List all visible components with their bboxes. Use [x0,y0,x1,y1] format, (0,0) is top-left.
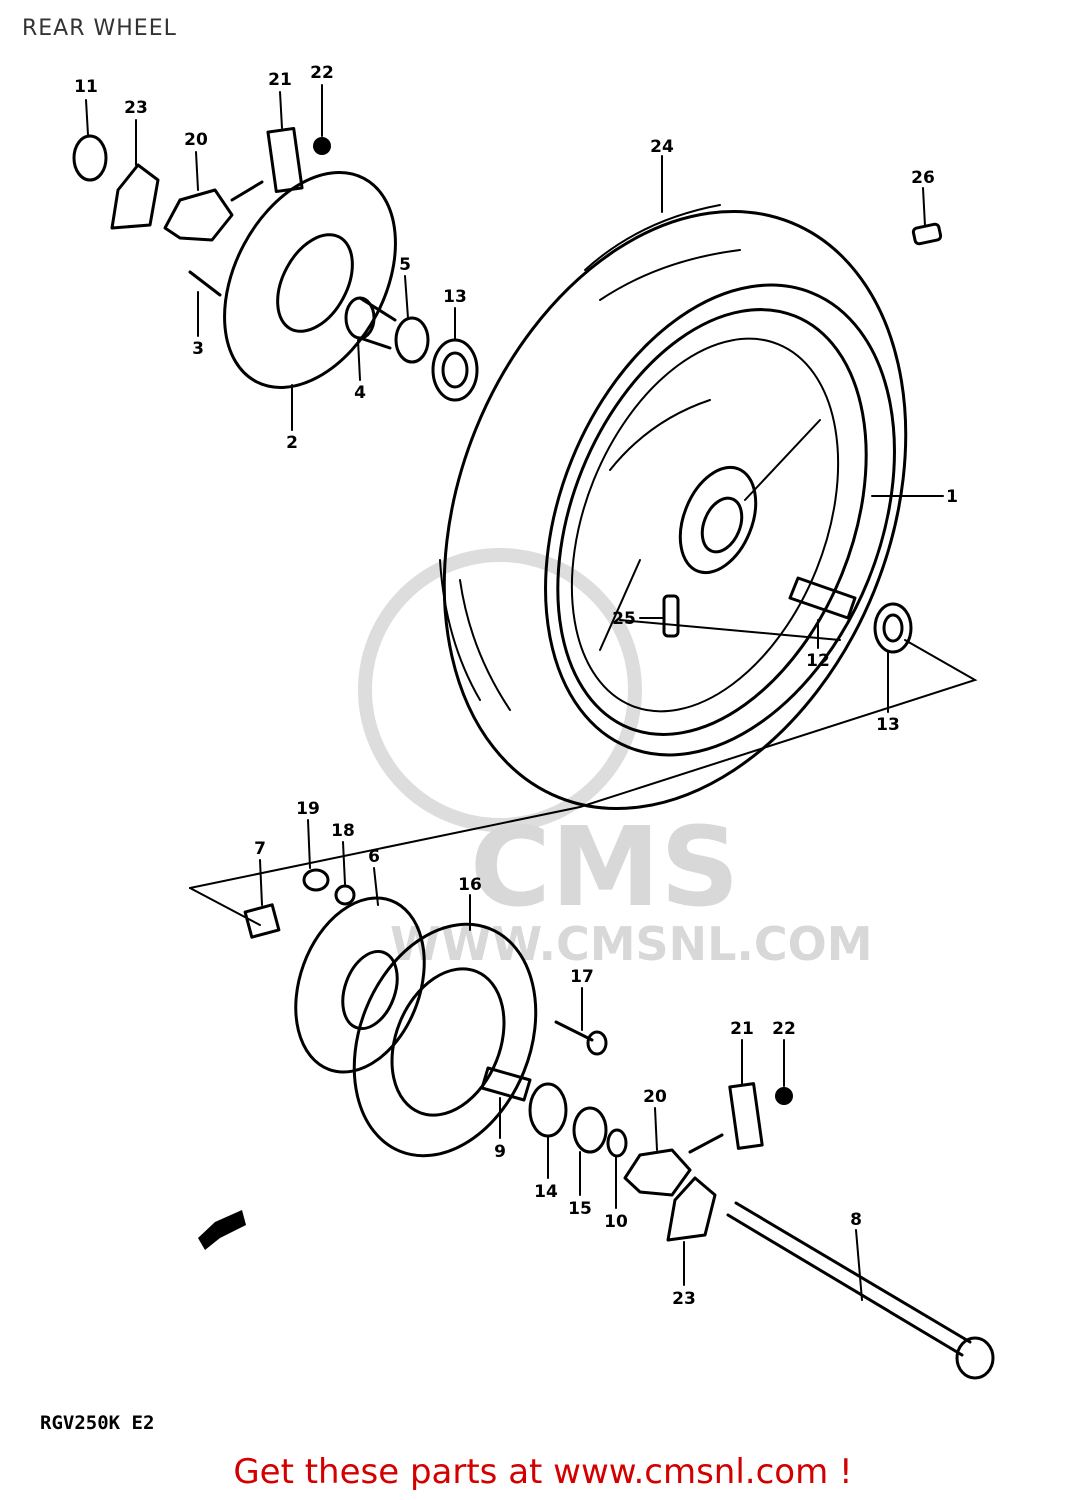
valve-25 [662,594,680,638]
valve-cap-26 [911,222,943,246]
chain-adjuster-23-top [110,163,160,230]
callout-21-bottom: 21 [730,1019,754,1039]
brake-disc [223,171,397,389]
callout-15: 15 [568,1199,592,1219]
callout-11: 11 [74,77,98,97]
callout-8: 8 [850,1210,862,1230]
model-code: RGV250K E2 [40,1412,155,1434]
spacer-4 [344,296,397,350]
nut-18 [334,884,356,906]
spacer-12 [788,576,857,620]
callout-labels: 11 23 20 21 22 3 2 4 5 13 24 26 1 25 12 … [74,63,958,1309]
callout-20-bottom: 20 [643,1087,667,1107]
callout-6: 6 [368,847,380,867]
sprocket-16 [352,922,538,1158]
callout-19: 19 [296,799,320,819]
nut-19 [302,868,330,892]
bracket-21-bottom [728,1082,764,1150]
callout-22: 22 [310,63,334,83]
callout-12: 12 [806,651,830,671]
callout-5: 5 [399,255,411,275]
callout-13-right: 13 [876,715,900,735]
oil-seal-15 [572,1106,608,1154]
callout-26: 26 [911,168,935,188]
spacer-9 [480,1066,532,1102]
axle-8 [726,1201,995,1380]
bearing-13-top [431,338,479,402]
callout-leaders [85,84,944,1301]
cush-drive-hub-6 [294,896,426,1074]
adjuster-20-top [163,180,264,242]
page-title: REAR WHEEL [22,16,177,41]
callout-13: 13 [443,287,467,307]
callout-22-bottom: 22 [772,1019,796,1039]
cms-watermark: CMS WWW.CMSNL.COM [358,548,873,971]
callout-10: 10 [604,1212,628,1232]
callout-23: 23 [124,98,148,118]
bearing-13-right [873,602,913,654]
callout-23-bottom: 23 [672,1289,696,1309]
cap-22-bottom [775,1087,793,1105]
watermark-brand: CMS [470,803,739,931]
front-arrow-icon [198,1210,246,1250]
callout-1: 1 [946,487,958,507]
callout-4: 4 [354,383,366,403]
callout-7: 7 [254,839,266,859]
callout-24: 24 [650,137,674,157]
spacer-10 [606,1128,628,1158]
damper-7 [243,903,281,939]
bearing-14 [528,1082,568,1138]
callout-3: 3 [192,339,204,359]
callout-21: 21 [268,70,292,90]
chain-adjuster-23-bottom [666,1176,717,1242]
callout-25: 25 [612,609,636,629]
cap-22-top [313,137,331,155]
callout-2: 2 [286,433,298,453]
bracket-21-top [266,126,304,194]
callout-17: 17 [570,967,594,987]
footer-link-text[interactable]: Get these parts at www.cmsnl.com ! [233,1452,853,1492]
oil-seal-5 [394,316,430,364]
callout-14: 14 [534,1182,558,1202]
adjuster-20-bottom [623,1133,724,1197]
bolt-17 [554,1020,608,1056]
bolt-3 [188,270,222,297]
callout-20: 20 [184,130,208,150]
nut-11 [72,134,108,182]
callout-9: 9 [494,1142,506,1162]
rear-wheel-tire [439,204,908,810]
callout-18: 18 [331,821,355,841]
callout-16: 16 [458,875,482,895]
